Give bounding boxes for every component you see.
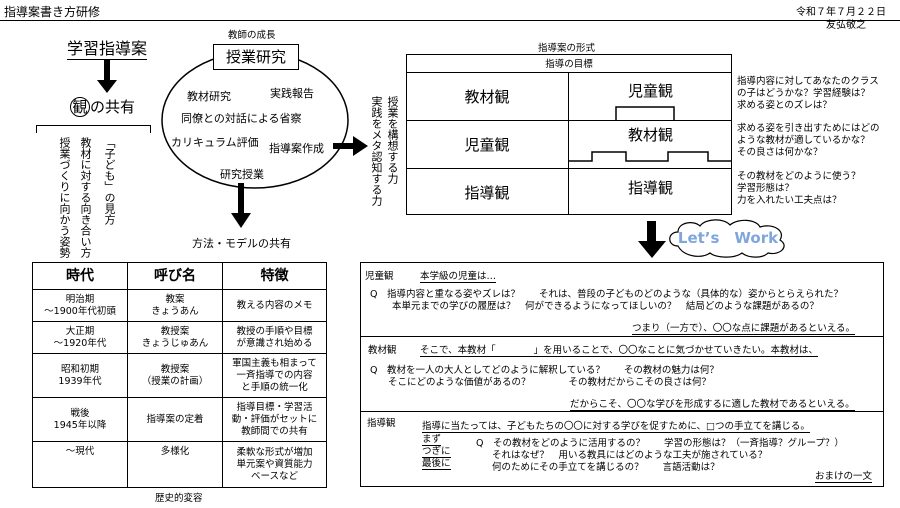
vertical-1: 授業づくりに向かう姿勢 <box>58 137 71 258</box>
question: Q その教材をどのように活用するの？ 学習の形態は？（一斉指導？グループ？） <box>476 438 844 449</box>
left-cell: 教材観 <box>464 88 510 106</box>
left-cell: 児童観 <box>464 136 510 154</box>
author: 友弘敬之 <box>826 20 866 31</box>
history-caption: 歴史的変容 <box>155 493 203 504</box>
view-circle: 観 <box>70 97 90 117</box>
vertical-3: 「子ども」の見方 <box>103 137 116 225</box>
lets-work: Let’s Work <box>677 229 779 247</box>
table-header: 時代 <box>32 262 128 290</box>
growth-item: 研究授業 <box>220 168 264 181</box>
form-note-1: 指導内容に対してあなたのクラスの子はどうかな？学習経験は？求める姿とのズレは？ <box>737 76 879 111</box>
down-arrow-2 <box>231 183 251 228</box>
right-cell: 児童観 <box>627 81 673 100</box>
right-cell: 教材観 <box>627 125 673 144</box>
question: それはなぜ？ 用いる教具にはどのような工夫が施されている？ <box>492 450 768 461</box>
step-label: つぎに <box>422 443 451 458</box>
growth-item: 同僚との対話による省察 <box>181 112 302 125</box>
question: 何のためにその手立てを講じるの？ 言語活動は？ <box>492 462 720 473</box>
section-intro: そこで、本教材「 」を用いることで、〇〇なことに気づかせていきたい。本教材は、 <box>420 342 818 357</box>
cloud-shape <box>669 219 785 258</box>
table-row: 明治期〜1900年代初頭 教案きょうあん 教える内容のメモ <box>32 289 327 322</box>
question: 本単元までの学びの履歴は？ 何ができるようになってほしいの？ 結局どのような課題… <box>392 301 819 312</box>
section-label: 指導観 <box>367 418 396 429</box>
step-label: 最後に <box>422 455 451 470</box>
right-arrow-1 <box>333 136 368 156</box>
question: Q 教材を一人の大人としてどのように解釈している？ その教材の魅力は何？ <box>370 365 719 376</box>
growth-item: 指導案作成 <box>269 142 324 155</box>
growth-item: 実践報告 <box>270 87 314 100</box>
section-intro: 本学級の児童は… <box>420 268 497 283</box>
header-divider <box>0 20 900 21</box>
meta-vertical-1: 授業を構想する力 <box>386 96 399 184</box>
meta-vertical-2: 実践をメタ認知する力 <box>370 96 383 206</box>
page-title: 指導案書き方研修 <box>4 5 101 19</box>
section-label: 教材観 <box>368 345 397 356</box>
form-box <box>406 54 732 215</box>
bracket <box>36 125 151 133</box>
form-caption: 指導案の形式 <box>538 43 596 54</box>
lesson-research-box: 授業研究 <box>213 44 299 70</box>
form-goal: 指導の目標 <box>545 59 593 70</box>
right-cell: 指導観 <box>627 178 673 197</box>
form-note-2: 求める姿を引き出すためにはどのような教材が適しているかな？その良さは何かな？ <box>737 123 880 158</box>
form-note-3: その教材をどのように使う？学習形態は？力を入れたい工夫点は？ <box>737 171 861 206</box>
section-intro: 指導に当たっては、子どもたちの〇〇に対する学びを促すために、□つの手立てを講じる… <box>422 418 810 433</box>
growth-caption: 教師の成長 <box>228 30 276 41</box>
question: Q 指導内容と重なる姿やズレは？ それは、普段の子どものどのような（具体的な）姿… <box>370 289 843 300</box>
lesson-plan-heading: 学習指導案 <box>67 35 148 60</box>
question: そこにどのような価値があるの？ その教材だからこその良さは何？ <box>388 377 712 388</box>
table-header: 特徴 <box>222 262 327 290</box>
table-header: 呼び名 <box>127 262 223 290</box>
table-row: 大正期〜1920年代 教授案きょうじゅあん 教授の手順や目標が意識され始める <box>32 321 327 354</box>
growth-item: カリキュラム評価 <box>171 136 259 149</box>
method-sharing: 方法・モデルの共有 <box>192 237 291 250</box>
down-arrow-1 <box>97 60 117 93</box>
table-row: 〜現代 多様化 柔軟な形式が増加単元案や資質能力ベースなど <box>32 441 327 488</box>
vertical-2: 教材に対する向き合い方 <box>79 137 92 258</box>
conclusion: つまり（一方で）、〇〇な点に課題があるといえる。 <box>632 320 855 335</box>
work-sheet <box>360 262 884 487</box>
bonus-line: おまけの一文 <box>815 468 873 483</box>
conclusion: だからこそ、〇〇な学びを形成するに適した教材であるといえる。 <box>570 396 855 411</box>
history-table: 時代 呼び名 特徴 明治期〜1900年代初頭 教案きょうあん 教える内容のメモ … <box>32 262 327 488</box>
shared-rest: の共有 <box>90 98 136 116</box>
section-label: 児童観 <box>365 271 394 282</box>
left-cell: 指導観 <box>464 183 510 202</box>
step-lines <box>568 106 732 162</box>
shared-view-heading: 観の共有 <box>70 96 135 117</box>
growth-item: 教材研究 <box>187 90 231 103</box>
date: 令和７年７月２２日 <box>796 7 886 18</box>
down-arrow-3 <box>638 221 666 258</box>
step-label: まず <box>422 431 442 446</box>
